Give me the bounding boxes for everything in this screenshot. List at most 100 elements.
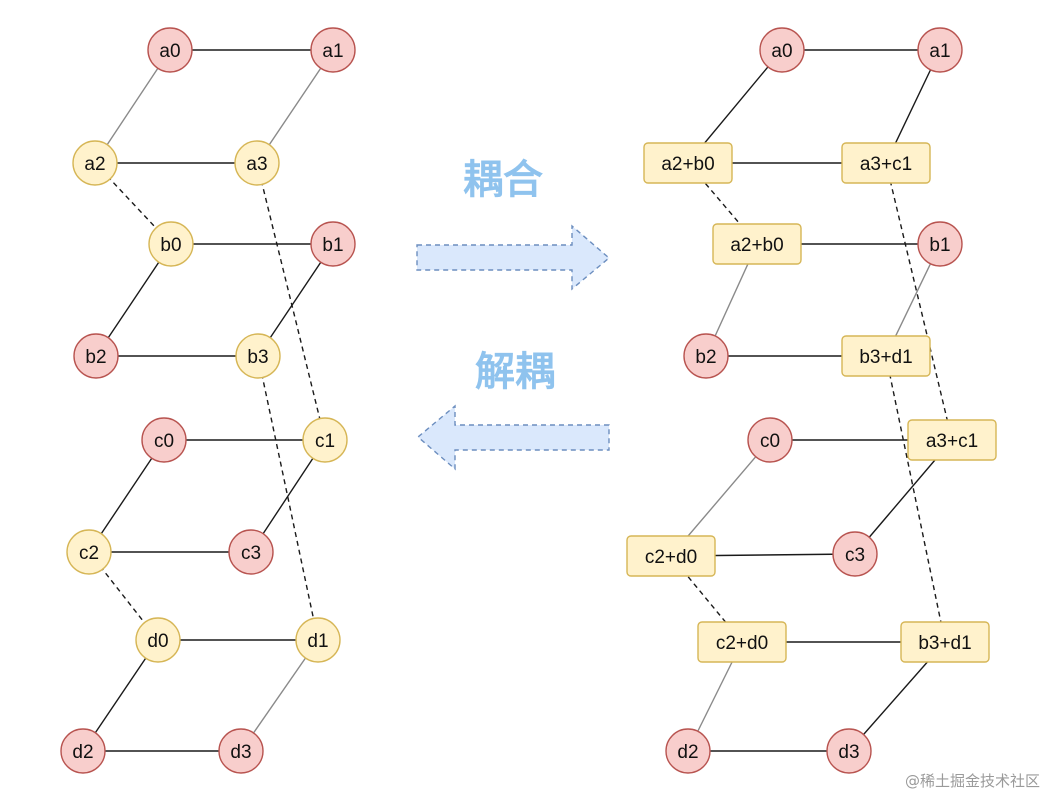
node-circle <box>73 333 119 379</box>
node-label: c3 <box>241 543 261 564</box>
node-label: a1 <box>929 41 950 62</box>
node-d1: d1 <box>295 617 341 663</box>
node-c2d0_top: c2+d0 <box>626 535 716 577</box>
node-label: c3 <box>845 545 865 566</box>
node-c2: c2 <box>66 529 112 575</box>
decouple-caption: 解耦 <box>475 349 555 395</box>
node-circle <box>310 27 356 73</box>
node-c2d0_low: c2+d0 <box>697 621 787 663</box>
node-d2: d2 <box>665 728 711 774</box>
node-box <box>841 335 931 377</box>
node-b2: b2 <box>683 333 729 379</box>
node-label: c2+d0 <box>716 633 768 654</box>
node-circle <box>683 333 729 379</box>
node-b2: b2 <box>73 333 119 379</box>
node-label: d0 <box>147 631 168 652</box>
node-label: a3+c1 <box>860 154 912 175</box>
node-circle <box>60 728 106 774</box>
node-c0: c0 <box>747 417 793 463</box>
node-label: b2 <box>85 347 106 368</box>
right-arrow-icon <box>416 224 611 291</box>
node-box <box>697 621 787 663</box>
node-d2: d2 <box>60 728 106 774</box>
node-circle <box>759 27 805 73</box>
node-label: d3 <box>230 742 251 763</box>
node-label: b2 <box>695 347 716 368</box>
watermark-text: @稀土掘金技术社区 <box>905 772 1040 790</box>
edge-a3-c1 <box>256 162 326 441</box>
node-b3d1_top: b3+d1 <box>841 335 931 377</box>
node-d0: d0 <box>135 617 181 663</box>
node-a2b0_mid: a2+b0 <box>712 223 802 265</box>
node-c3: c3 <box>228 529 274 575</box>
node-circle <box>826 728 872 774</box>
node-label: c1 <box>315 431 335 452</box>
node-label: b3+d1 <box>859 347 912 368</box>
edge-b3-d1 <box>257 355 319 641</box>
node-label: a2 <box>84 154 105 175</box>
node-box <box>643 142 733 184</box>
node-label: a0 <box>771 41 792 62</box>
node-label: a0 <box>159 41 180 62</box>
node-label: a3+c1 <box>926 431 978 452</box>
node-b1: b1 <box>917 221 963 267</box>
node-a2b0_top: a2+b0 <box>643 142 733 184</box>
node-c3: c3 <box>832 531 878 577</box>
node-box <box>900 621 990 663</box>
node-circle <box>234 140 280 186</box>
node-label: b1 <box>322 235 343 256</box>
node-a0: a0 <box>759 27 805 73</box>
node-d3: d3 <box>218 728 264 774</box>
node-circle <box>228 529 274 575</box>
node-circle <box>310 221 356 267</box>
node-circle <box>66 529 112 575</box>
node-a3: a3 <box>234 140 280 186</box>
couple-caption: 耦合 <box>463 157 543 203</box>
edge-a3c1_top-a3c1_low <box>885 162 953 441</box>
node-label: a2+b0 <box>730 235 783 256</box>
node-circle <box>917 221 963 267</box>
node-a1: a1 <box>917 27 963 73</box>
node-label: c0 <box>154 431 174 452</box>
node-box <box>626 535 716 577</box>
node-a3c1_low: a3+c1 <box>907 419 997 461</box>
node-label: c2+d0 <box>645 547 697 568</box>
node-circle <box>148 221 194 267</box>
node-circle <box>917 27 963 73</box>
node-label: b1 <box>929 235 950 256</box>
node-label: b0 <box>160 235 181 256</box>
node-circle <box>235 333 281 379</box>
node-circle <box>747 417 793 463</box>
left-edges <box>82 49 334 752</box>
node-label: d2 <box>72 742 93 763</box>
node-circle <box>72 140 118 186</box>
node-circle <box>832 531 878 577</box>
node-a3c1_top: a3+c1 <box>841 142 931 184</box>
node-a0: a0 <box>147 27 193 73</box>
node-box <box>907 419 997 461</box>
left-arrow-icon <box>416 404 610 471</box>
decoupled-graph: a0 a1 a2+b0 a3+c1 a2+b0 b1 b2 b3+d1 c0 a3+c1 c2+d0… <box>626 27 997 774</box>
node-b3: b3 <box>235 333 281 379</box>
right-nodes: a0 a1 a2+b0 a3+c1 a2+b0 b1 b2 b3+d1 c0 a3+c1 c2+d0… <box>626 27 997 774</box>
node-label: c2 <box>79 543 99 564</box>
node-box <box>841 142 931 184</box>
node-circle <box>665 728 711 774</box>
node-label: a3 <box>246 154 267 175</box>
node-circle <box>141 417 187 463</box>
node-label: c0 <box>760 431 780 452</box>
node-label: d2 <box>677 742 698 763</box>
node-circle <box>295 617 341 663</box>
edge-b3d1_top-b3d1_low <box>885 355 946 643</box>
node-label: d3 <box>838 742 859 763</box>
node-a2: a2 <box>72 140 118 186</box>
node-box <box>712 223 802 265</box>
node-label: b3+d1 <box>918 633 971 654</box>
node-b0: b0 <box>148 221 194 267</box>
node-d3: d3 <box>826 728 872 774</box>
node-b3d1_low: b3+d1 <box>900 621 990 663</box>
node-circle <box>147 27 193 73</box>
